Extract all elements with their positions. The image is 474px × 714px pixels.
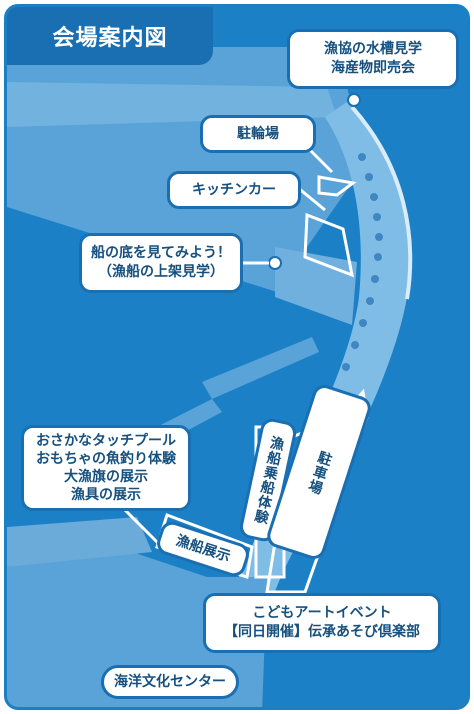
ship-bottom-label: 船の底を見てみよう！ （漁船の上架見学） — [79, 233, 243, 293]
kids-art-label: こどもアートイベント 【同日開催】伝承あそび倶楽部 — [203, 593, 441, 653]
map-frame: 会場案内図 漁協の水槽見学 海産物即売会 駐輪場 キッチンカー 船の底を見てみよ… — [4, 4, 470, 710]
bicycle-parking-label: 駐輪場 — [200, 115, 316, 153]
fisheries-coop-label: 漁協の水槽見学 海産物即売会 — [287, 29, 459, 89]
touch-pool-label: おさかなタッチプール おもちゃの魚釣り体験 大漁旗の展示 漁具の展示 — [21, 425, 191, 511]
culture-center-label: 海洋文化センター — [101, 665, 239, 699]
parking-label: 駐車場 — [304, 448, 335, 497]
kitchen-car-label: キッチンカー — [167, 171, 301, 209]
map-title: 会場案内図 — [7, 7, 213, 65]
